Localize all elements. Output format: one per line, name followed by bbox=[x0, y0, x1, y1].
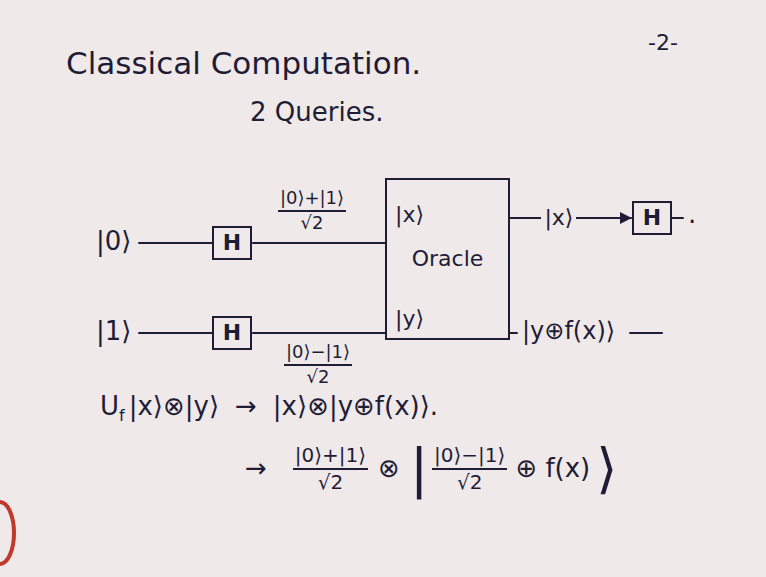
fraction-denominator: √2 bbox=[457, 470, 482, 494]
subtitle: 2 Queries. bbox=[250, 98, 383, 128]
fraction: |0⟩+|1⟩√2 bbox=[293, 444, 368, 494]
hadamard-gate: H bbox=[212, 316, 252, 349]
page-mark bbox=[0, 502, 14, 564]
fraction-denominator: √2 bbox=[307, 366, 330, 388]
fraction-denominator: √2 bbox=[318, 470, 343, 494]
page-number: -2- bbox=[648, 30, 678, 55]
page-title: Classical Computation. bbox=[66, 46, 421, 82]
box-title: Oracle bbox=[387, 246, 508, 271]
port-label: |y⟩ bbox=[395, 306, 424, 331]
input-ket: |1⟩ bbox=[96, 317, 131, 347]
wire-connector bbox=[252, 332, 385, 334]
fraction-numerator: |0⟩+|1⟩ bbox=[293, 444, 368, 470]
wire-label: |x⟩ bbox=[541, 205, 576, 230]
output-ket: |y⊕f(x)⟩ bbox=[522, 318, 615, 346]
gate-label: H bbox=[223, 230, 241, 255]
fraction-numerator: |0⟩−|1⟩ bbox=[432, 444, 507, 470]
gate-label: H bbox=[223, 320, 241, 345]
equation-term: → bbox=[245, 454, 267, 484]
fraction: |0⟩+|1⟩√2 bbox=[278, 188, 346, 233]
equation-term: U bbox=[100, 392, 119, 422]
equation-term: |x⟩⊗|y⟩ bbox=[129, 392, 219, 422]
fraction-denominator: √2 bbox=[301, 212, 324, 234]
equation-term: ⟩ bbox=[596, 438, 617, 500]
equation-term: ⊗ bbox=[378, 454, 400, 484]
equation-line: →|0⟩+|1⟩√2⊗||0⟩−|1⟩√2⊕ f(x)⟩ bbox=[245, 438, 617, 500]
equation-term: | bbox=[410, 438, 428, 500]
equation-line: Uf|x⟩⊗|y⟩ → |x⟩⊗|y⊕f(x)⟩. bbox=[100, 392, 438, 422]
hadamard-gate: H bbox=[632, 201, 672, 234]
input-ket: |0⟩ bbox=[96, 227, 131, 257]
equation-term: ⊕ f(x) bbox=[515, 454, 590, 484]
subscript: f bbox=[119, 407, 125, 425]
equation-term: → bbox=[235, 392, 257, 422]
end-dot: . bbox=[688, 200, 696, 230]
qubit-wire bbox=[630, 332, 662, 334]
fraction: |0⟩−|1⟩√2 bbox=[284, 342, 352, 387]
oracle-box: |x⟩ Oracle |y⟩ bbox=[385, 178, 510, 340]
port-label: |x⟩ bbox=[395, 202, 424, 227]
hadamard-gate: H bbox=[212, 226, 252, 259]
fraction: |0⟩−|1⟩√2 bbox=[432, 444, 507, 494]
fraction-numerator: |0⟩+|1⟩ bbox=[278, 188, 346, 212]
equation-term: |x⟩⊗|y⊕f(x)⟩. bbox=[273, 392, 438, 422]
gate-label: H bbox=[643, 205, 661, 230]
fraction-numerator: |0⟩−|1⟩ bbox=[284, 342, 352, 366]
wire-connector bbox=[252, 242, 385, 244]
